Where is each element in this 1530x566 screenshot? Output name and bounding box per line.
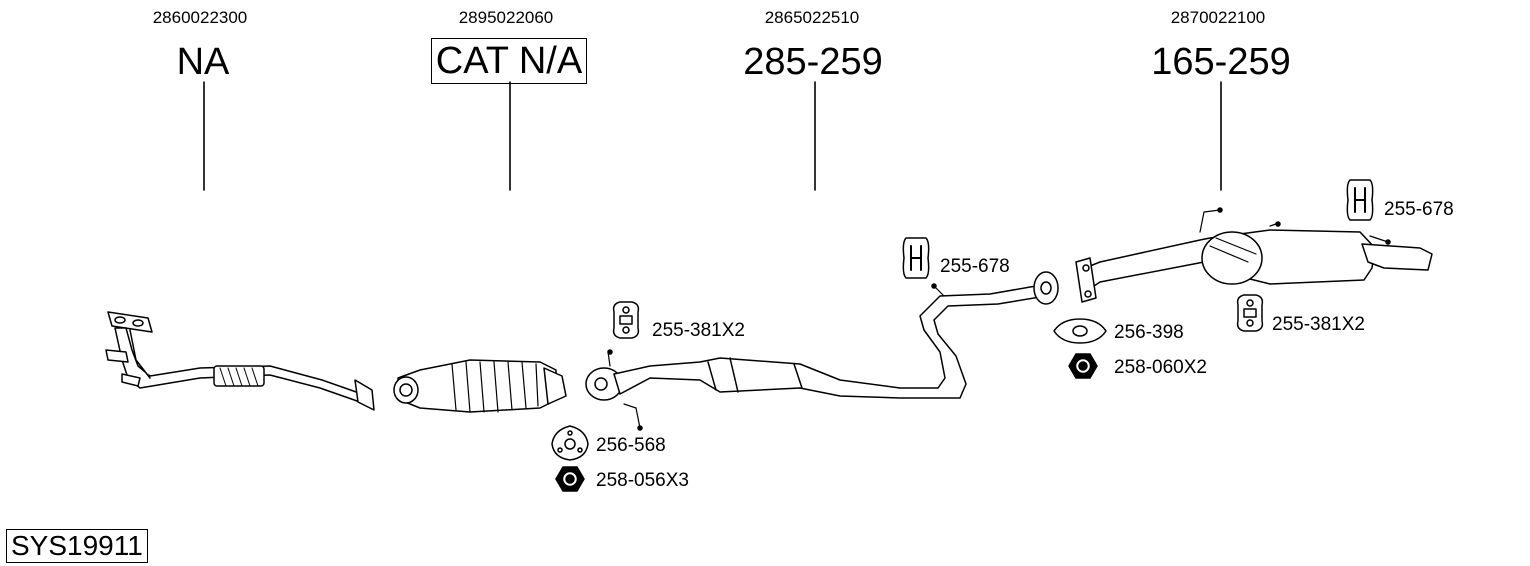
part-number-catalyst-box: CAT N/A [430, 38, 588, 84]
gasket-icon [551, 425, 589, 461]
hardware-label-hanger-1: 255-678 [940, 256, 1010, 277]
part-number-center-pipe: 285-259 [743, 41, 883, 83]
nut-icon [1068, 353, 1098, 379]
oem-number-rear-muffler: 2870022100 [1170, 8, 1266, 27]
system-code: SYS19911 [6, 529, 148, 563]
part-number-catalyst: CAT N/A [389, 38, 629, 84]
hardware-label-gasket-1: 256-568 [596, 435, 666, 456]
center-pipe-drawing [585, 271, 1059, 431]
part-number-rear-muffler: 165-259 [1151, 41, 1291, 83]
hanger-h-icon [902, 237, 930, 279]
front-pipe-drawing [105, 311, 375, 411]
rubber-mount-icon [612, 301, 640, 339]
catalyst-drawing [393, 359, 567, 413]
part-number-front-pipe: NA [176, 41, 230, 83]
hardware-label-hanger-2: 255-678 [1384, 199, 1454, 220]
hardware-label-nut-1: 258-056X3 [596, 470, 689, 491]
hardware-label-mount-1: 255-381X2 [652, 320, 745, 341]
oem-number-center-pipe: 2865022510 [764, 8, 860, 27]
hardware-label-mount-2: 255-381X2 [1272, 314, 1365, 335]
rubber-mount-icon [1236, 294, 1264, 332]
oem-number-front-pipe: 2860022300 [152, 8, 248, 27]
hardware-label-nut-2: 258-060X2 [1114, 357, 1207, 378]
hardware-label-gasket-2: 256-398 [1114, 322, 1184, 343]
gasket-icon [1053, 318, 1107, 344]
nut-icon [555, 466, 585, 492]
rear-muffler-drawing [1075, 207, 1433, 303]
leader-lines [203, 81, 1222, 191]
oem-number-catalyst: 2895022060 [458, 8, 554, 27]
hanger-h-icon [1346, 179, 1374, 221]
